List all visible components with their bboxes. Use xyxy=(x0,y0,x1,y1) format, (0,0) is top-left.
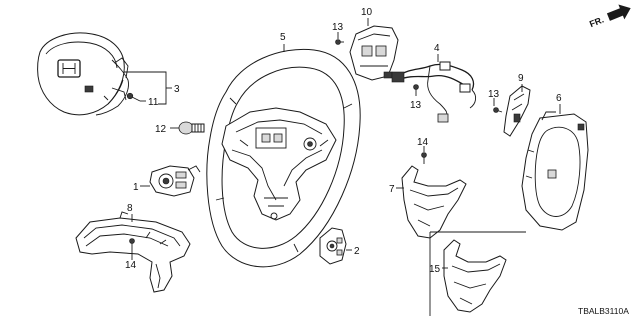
callout-5: 5 xyxy=(280,32,286,43)
callout-7: 7 xyxy=(389,184,395,195)
brand-logo-icon xyxy=(57,59,81,78)
callout-4: 4 xyxy=(434,43,440,54)
callout-10: 10 xyxy=(361,7,373,18)
airbag-module xyxy=(37,32,129,116)
screw-14a-icon xyxy=(129,238,135,254)
callout-1: 1 xyxy=(133,182,139,193)
bolt-11-icon xyxy=(126,92,141,102)
callout-13a: 13 xyxy=(332,22,344,33)
steering-wheel xyxy=(206,48,361,268)
callout-14b: 14 xyxy=(417,137,429,148)
callout-12: 12 xyxy=(155,124,167,135)
screw-13a-icon xyxy=(335,39,344,45)
callout-11: 11 xyxy=(148,97,159,108)
callout-13b: 13 xyxy=(410,100,422,111)
callout-8: 8 xyxy=(127,203,133,214)
left-switch-assembly xyxy=(149,165,201,197)
column-cover-6 xyxy=(521,111,589,231)
bolt-12-icon xyxy=(178,121,205,135)
part-15-box xyxy=(429,231,526,316)
front-direction-arrow-icon: FR. xyxy=(588,4,631,30)
diagram-code: TBALB3110A xyxy=(578,306,629,316)
callout-15: 15 xyxy=(429,264,441,275)
paddle-switch-9 xyxy=(503,85,531,137)
callout-9: 9 xyxy=(518,73,524,84)
front-direction-label: FR. xyxy=(588,15,605,30)
callout-6: 6 xyxy=(556,93,562,104)
screw-13c-icon xyxy=(493,107,503,113)
screw-14b-icon xyxy=(421,152,427,164)
callout-3: 3 xyxy=(174,84,180,95)
lower-garnish-left xyxy=(75,211,191,293)
callout-14a: 14 xyxy=(125,260,137,271)
bracket-10 xyxy=(349,25,399,81)
wire-harness-4 xyxy=(391,61,477,123)
lower-garnish-7 xyxy=(401,165,467,239)
callout-2: 2 xyxy=(354,246,360,257)
callout-13c: 13 xyxy=(488,89,500,100)
right-switch-assembly xyxy=(319,227,347,265)
screw-13b-icon xyxy=(413,84,419,96)
